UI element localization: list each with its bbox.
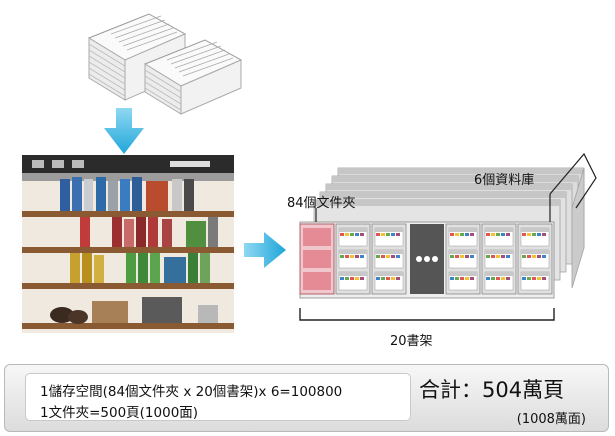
total-pages: 合計：504萬頁 [419, 378, 565, 402]
shelves-label: 20書架 [390, 334, 433, 349]
cabinet-row [299, 152, 597, 321]
down-arrow-icon [104, 108, 144, 154]
summary-panel: 1儲存空間(84個文件夾 x 20個書架)x 6=100800 1文件夾=500… [4, 364, 609, 432]
bookshelf-window [22, 155, 234, 333]
databases-label: 6個資料庫 [474, 173, 535, 188]
total-sides: (1008萬面) [516, 412, 586, 427]
calculation-line-2: 1文件夾=500頁(1000面) [40, 405, 199, 421]
calculation-box: 1儲存空間(84個文件夾 x 20個書架)x 6=100800 1文件夾=500… [25, 373, 411, 421]
right-arrow-icon [244, 232, 286, 268]
calculation-line-1: 1儲存空間(84個文件夾 x 20個書架)x 6=100800 [40, 384, 343, 400]
folders-label: 84個文件夾 [287, 196, 356, 211]
paper-stack-icon [87, 13, 243, 115]
